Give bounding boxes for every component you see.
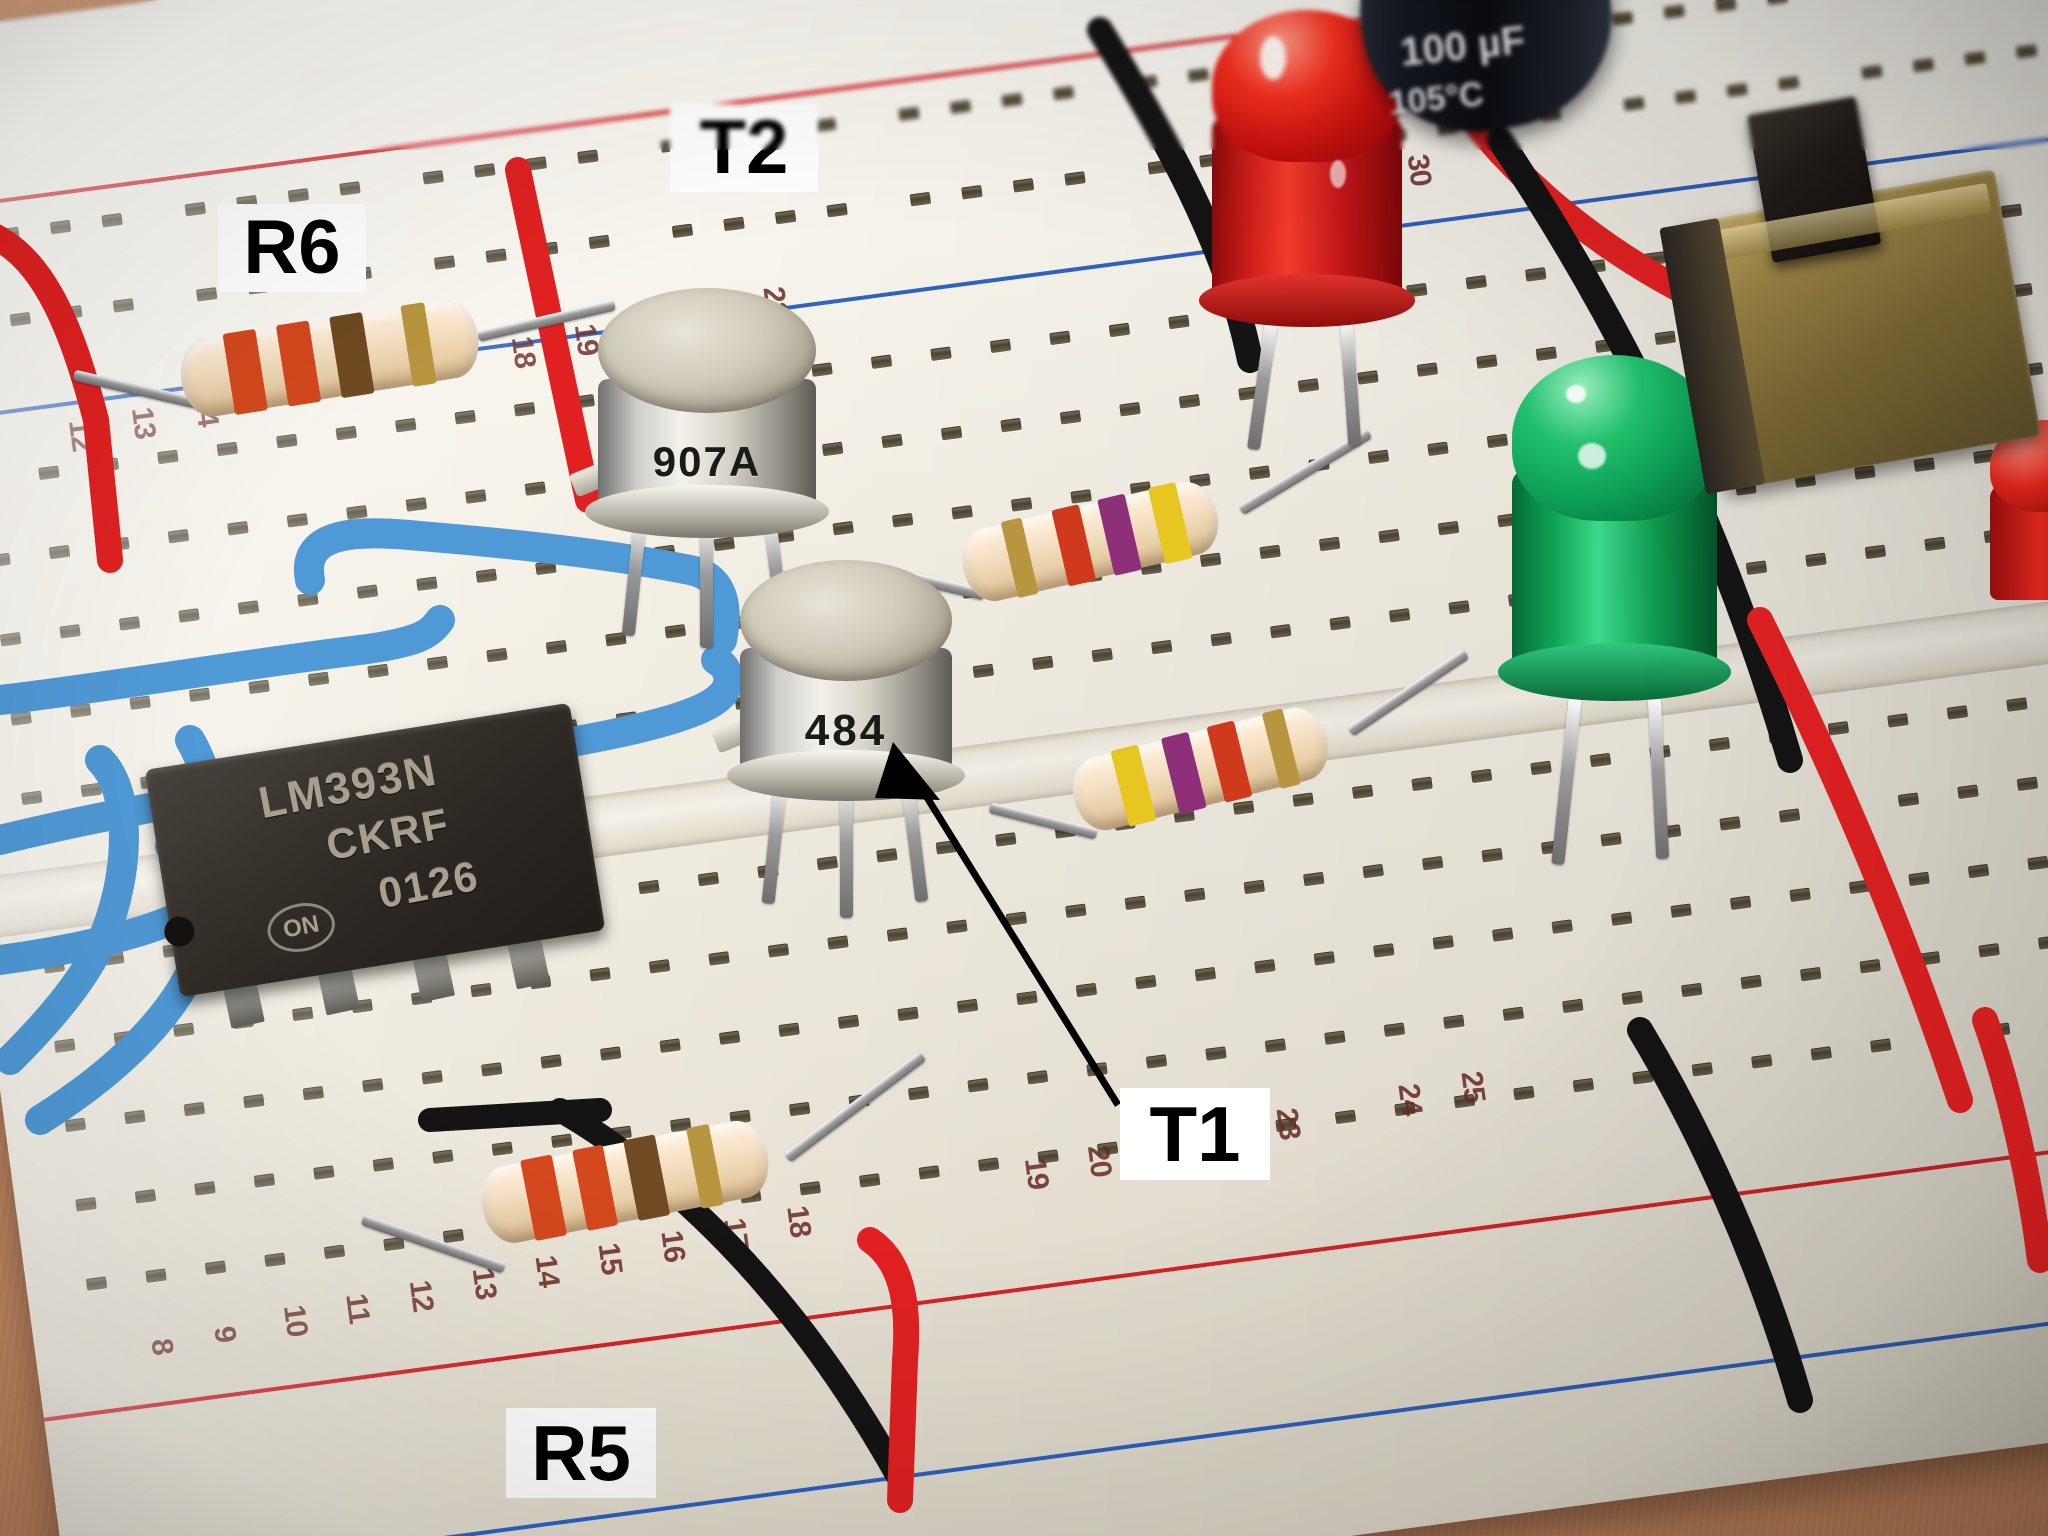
callout-t1: T1 — [1120, 1088, 1270, 1180]
callout-t2: T2 — [670, 104, 818, 192]
callout-r6: R6 — [218, 204, 366, 292]
callout-r5: R5 — [506, 1408, 656, 1498]
